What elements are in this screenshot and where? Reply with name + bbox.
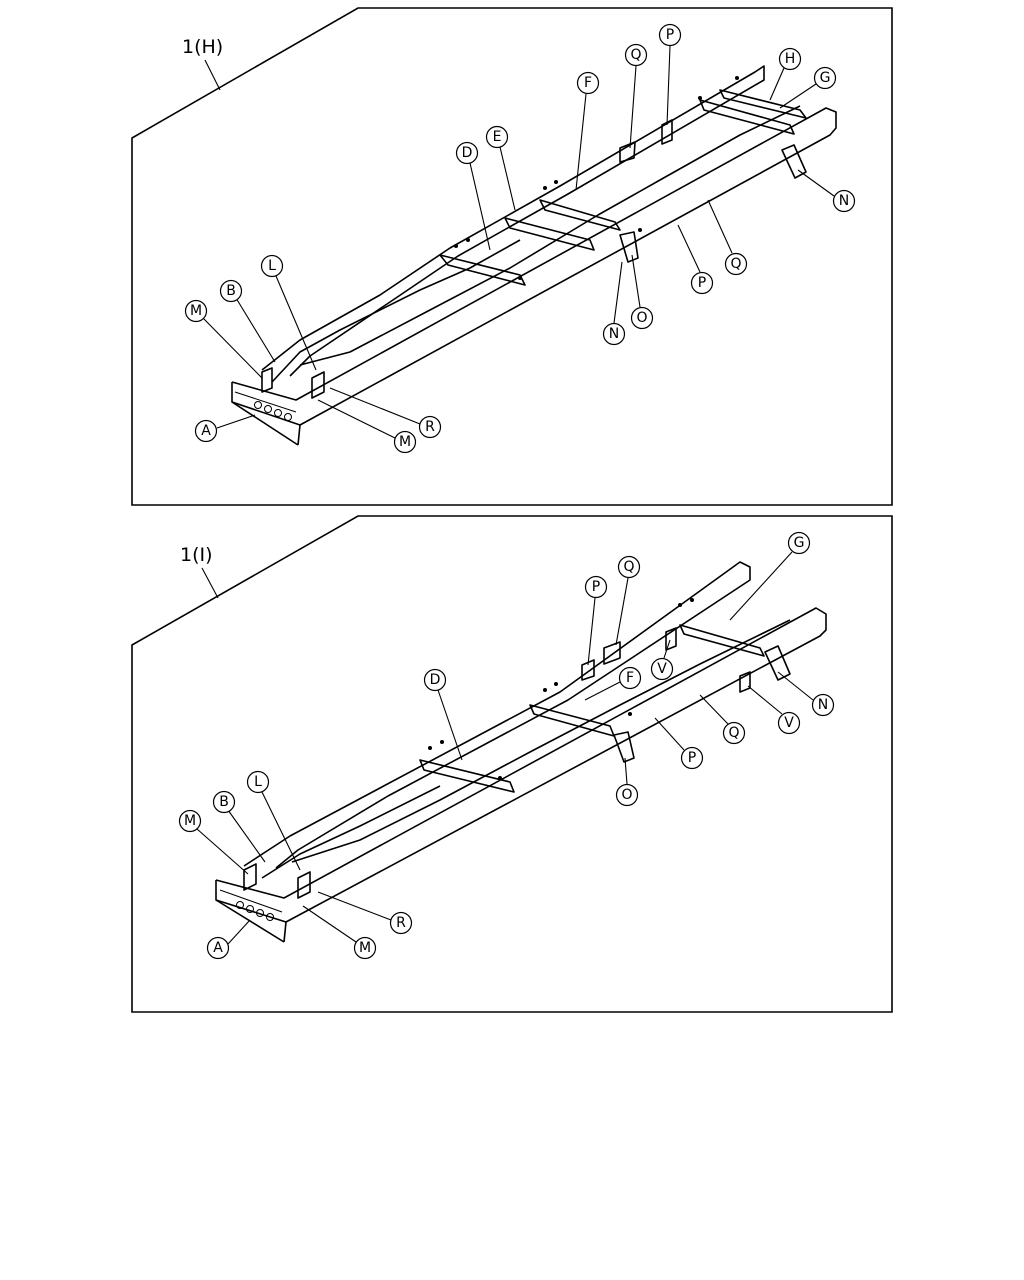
callout-n-lower: N bbox=[602, 261, 626, 346]
panel-h-callouts: A B M M L bbox=[184, 23, 856, 454]
svg-text:P: P bbox=[666, 27, 674, 43]
panel-i-frame-rails bbox=[215, 561, 827, 943]
svg-text:A: A bbox=[201, 423, 211, 439]
svg-text:F: F bbox=[626, 670, 634, 686]
callout-o: O bbox=[615, 757, 639, 807]
callout-a: A bbox=[194, 414, 256, 443]
callout-d: D bbox=[455, 141, 491, 251]
svg-text:D: D bbox=[462, 145, 473, 161]
callout-p-lower: P bbox=[654, 717, 704, 770]
svg-text:H: H bbox=[785, 51, 796, 67]
svg-text:Q: Q bbox=[623, 559, 634, 575]
svg-text:O: O bbox=[636, 310, 647, 326]
callout-e: E bbox=[485, 125, 516, 211]
callout-h: H bbox=[769, 47, 802, 101]
svg-text:N: N bbox=[818, 697, 828, 713]
callout-p-upper: P bbox=[658, 23, 682, 126]
svg-text:M: M bbox=[190, 303, 202, 319]
svg-text:M: M bbox=[184, 813, 196, 829]
callout-q-upper: Q bbox=[615, 555, 641, 646]
svg-text:Q: Q bbox=[630, 47, 641, 63]
svg-text:E: E bbox=[493, 129, 502, 145]
svg-text:N: N bbox=[609, 326, 619, 342]
svg-text:P: P bbox=[688, 750, 696, 766]
callout-n: N bbox=[777, 671, 835, 717]
callout-l: L bbox=[260, 254, 317, 371]
panel-i-callouts: A B M M L bbox=[178, 531, 835, 960]
svg-text:V: V bbox=[784, 715, 794, 731]
panel-h: 1(H) bbox=[131, 7, 893, 506]
callout-r: R bbox=[329, 387, 442, 439]
svg-text:V: V bbox=[657, 661, 667, 677]
svg-text:O: O bbox=[621, 787, 632, 803]
svg-text:Q: Q bbox=[728, 725, 739, 741]
callout-d: D bbox=[423, 668, 463, 761]
callout-q-upper: Q bbox=[624, 43, 648, 149]
panel-h-border bbox=[131, 7, 893, 506]
svg-text:R: R bbox=[396, 915, 406, 931]
svg-text:B: B bbox=[219, 794, 229, 810]
callout-o: O bbox=[630, 254, 654, 330]
callout-n-right: N bbox=[797, 169, 856, 213]
svg-text:Q: Q bbox=[730, 256, 741, 272]
svg-text:F: F bbox=[584, 75, 592, 91]
svg-text:P: P bbox=[592, 579, 600, 595]
panel-h-title: 1(H) bbox=[182, 36, 223, 58]
callout-p-lower: P bbox=[677, 224, 714, 295]
svg-text:M: M bbox=[359, 940, 371, 956]
panel-h-title-leader bbox=[204, 59, 221, 91]
callout-m-lower: M bbox=[302, 905, 377, 960]
svg-text:R: R bbox=[425, 419, 435, 435]
panel-i-border bbox=[131, 515, 893, 1013]
panel-h-frame-rails bbox=[231, 65, 837, 446]
callout-p-upper: P bbox=[584, 575, 608, 666]
callout-g: G bbox=[779, 66, 837, 109]
callout-a: A bbox=[206, 919, 251, 960]
panel-i-title: 1(I) bbox=[180, 544, 213, 566]
callout-l: L bbox=[246, 770, 301, 871]
callout-m-upper: M bbox=[184, 299, 263, 379]
callout-r: R bbox=[317, 891, 413, 935]
callout-v-lower: V bbox=[747, 685, 801, 735]
panel-i: 1(I) bbox=[131, 515, 893, 1013]
svg-text:L: L bbox=[254, 774, 262, 790]
callout-m-lower: M bbox=[317, 399, 417, 454]
svg-text:D: D bbox=[430, 672, 441, 688]
svg-text:A: A bbox=[213, 940, 223, 956]
callout-q-lower: Q bbox=[699, 694, 746, 745]
panel-i-title-leader bbox=[201, 567, 219, 599]
callout-q-lower: Q bbox=[707, 199, 748, 276]
svg-text:M: M bbox=[399, 434, 411, 450]
svg-text:P: P bbox=[698, 275, 706, 291]
svg-text:B: B bbox=[226, 283, 236, 299]
svg-text:G: G bbox=[794, 535, 805, 551]
svg-text:L: L bbox=[268, 258, 276, 274]
callout-b: B bbox=[212, 790, 266, 863]
svg-text:N: N bbox=[839, 193, 849, 209]
callout-f: F bbox=[584, 666, 642, 701]
callout-b: B bbox=[219, 279, 276, 363]
callout-g: G bbox=[729, 531, 811, 621]
callout-f: F bbox=[575, 71, 600, 191]
svg-text:G: G bbox=[820, 70, 831, 86]
callout-v-upper: V bbox=[650, 639, 674, 681]
callout-m-upper: M bbox=[178, 809, 249, 875]
